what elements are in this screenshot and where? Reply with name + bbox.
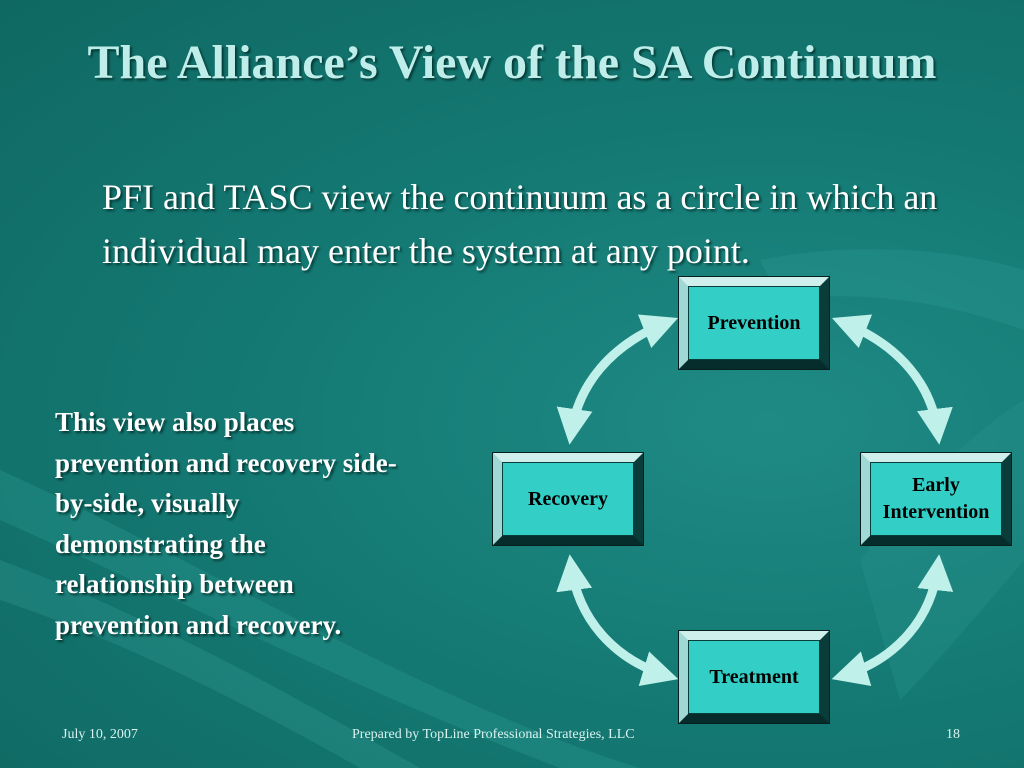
node-early-intervention: Early Intervention xyxy=(861,453,1011,545)
footer-credit: Prepared by TopLine Professional Strateg… xyxy=(352,727,635,742)
arrow-prevention-recovery xyxy=(556,314,679,445)
node-treatment-label: Treatment xyxy=(688,640,820,714)
slide-title: The Alliance’s View of the SA Continuum xyxy=(87,36,937,89)
intro-text: PFI and TASC view the continuum as a cir… xyxy=(102,177,938,271)
node-recovery: Recovery xyxy=(493,453,643,545)
footer-page-number: 18 xyxy=(946,727,960,742)
node-treatment: Treatment xyxy=(679,631,829,723)
arrow-early-treatment xyxy=(831,554,954,686)
node-prevention-label: Prevention xyxy=(688,286,820,360)
footer-date: July 10, 2007 xyxy=(62,727,138,742)
node-prevention: Prevention xyxy=(679,277,829,369)
node-recovery-label: Recovery xyxy=(502,462,634,536)
arrow-recovery-treatment xyxy=(556,554,679,686)
arrow-prevention-early xyxy=(831,314,953,445)
node-early-line1: Early xyxy=(912,474,960,496)
node-early-intervention-label: Early Intervention xyxy=(870,462,1002,536)
side-text: This view also places prevention and rec… xyxy=(55,407,397,640)
node-early-line2: Intervention xyxy=(882,501,990,523)
